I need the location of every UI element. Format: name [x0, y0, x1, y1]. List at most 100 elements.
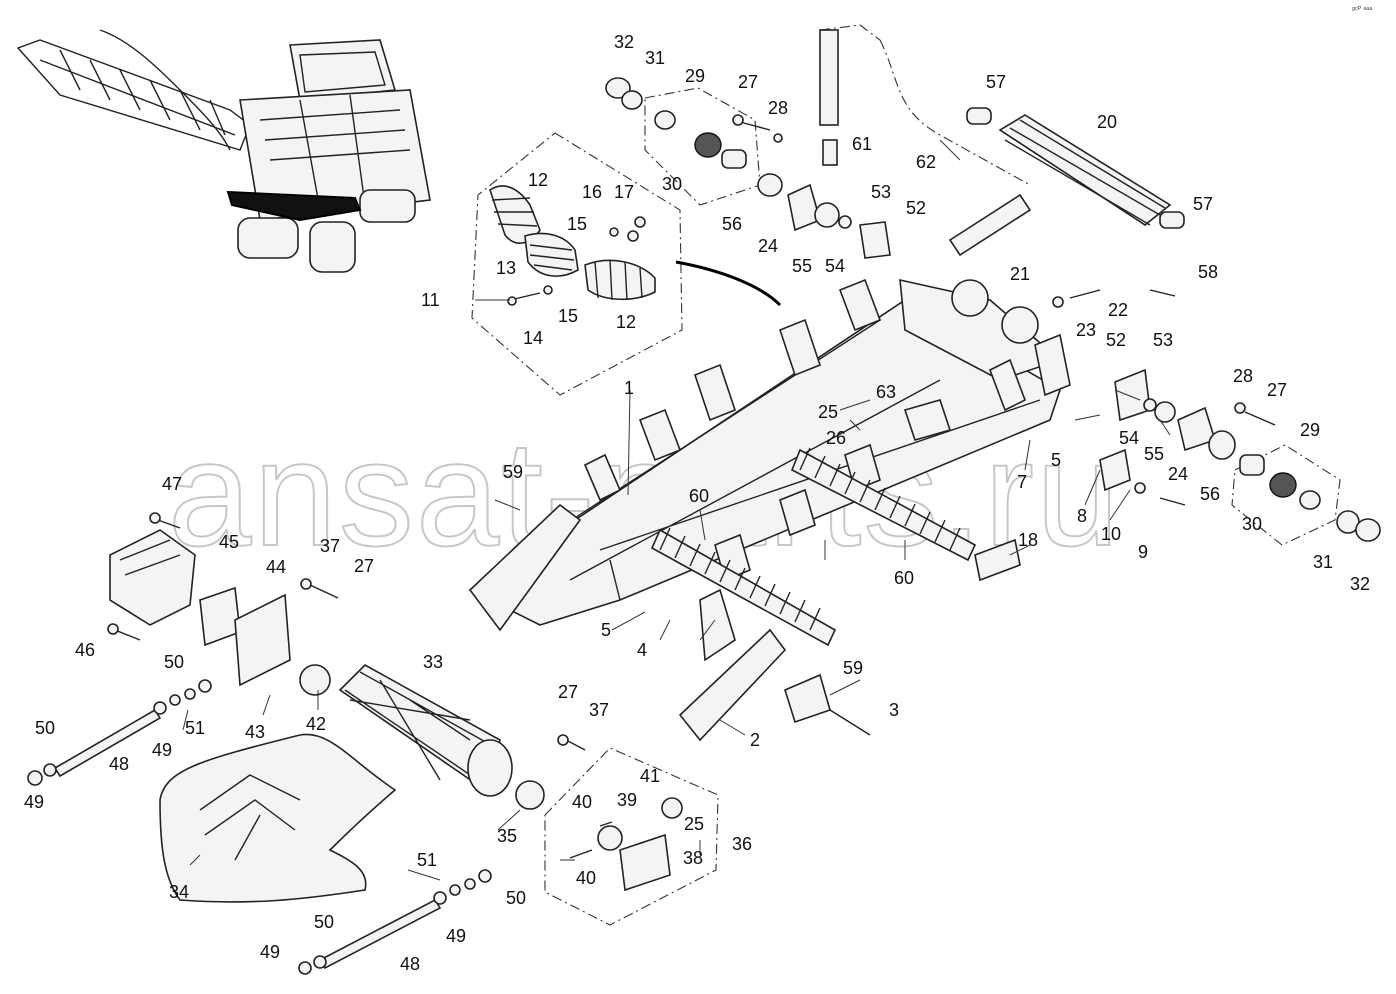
- callout: 40: [576, 868, 596, 888]
- callout: 22: [1108, 300, 1128, 320]
- callout: 13: [496, 258, 516, 278]
- callout: 62: [916, 152, 936, 172]
- callout: 55: [792, 256, 812, 276]
- callout: 50: [35, 718, 55, 738]
- callout: 15: [558, 306, 578, 326]
- hydraulic-motor-drive: [107, 512, 339, 696]
- callout: 48: [400, 954, 420, 974]
- callout: 28: [768, 98, 788, 118]
- callout: 3: [889, 700, 899, 720]
- callout: 60: [894, 568, 914, 588]
- callout: 9: [1138, 542, 1148, 562]
- callout: 57: [1193, 194, 1213, 214]
- callout: 25: [818, 402, 838, 422]
- callout: 23: [1076, 320, 1096, 340]
- callout: 47: [162, 474, 182, 494]
- callout: 32: [1350, 574, 1370, 594]
- callout: 27: [354, 556, 374, 576]
- callout: 21: [1010, 264, 1030, 284]
- callout: 54: [1119, 428, 1139, 448]
- callout: 15: [567, 214, 587, 234]
- scraper-pointer-arrow: [675, 260, 782, 307]
- callout: 1: [624, 378, 634, 398]
- callout: 10: [1101, 524, 1121, 544]
- bearing-parts-right: [1099, 368, 1381, 542]
- callout: 27: [738, 72, 758, 92]
- leader-lines: [182, 139, 1171, 881]
- callout: 30: [662, 174, 682, 194]
- callout: 53: [871, 182, 891, 202]
- callout: 39: [617, 790, 637, 810]
- callout: 60: [689, 486, 709, 506]
- callout: 44: [266, 557, 286, 577]
- callout: 52: [906, 198, 926, 218]
- callout: 36: [732, 834, 752, 854]
- callout: 4: [637, 640, 647, 660]
- group-outline-bearing-right: [1231, 444, 1341, 546]
- callout: 29: [1300, 420, 1320, 440]
- callout: 7: [1017, 472, 1027, 492]
- callout: 8: [1077, 506, 1087, 526]
- bolt-3: [829, 709, 871, 736]
- callout: 34: [169, 882, 189, 902]
- callout: 49: [152, 740, 172, 760]
- callout: 48: [109, 754, 129, 774]
- group-outline-scraper: [471, 132, 683, 396]
- seal-plate-59: [784, 673, 831, 724]
- callout: 25: [684, 814, 704, 834]
- threaded-rod-lower: [318, 898, 442, 970]
- callout: 30: [1242, 514, 1262, 534]
- group-outline-bearing-lower: [544, 747, 719, 926]
- spiral-roller-lower: [650, 527, 837, 647]
- callout: 52: [1106, 330, 1126, 350]
- callout: 5: [1051, 450, 1061, 470]
- callout: 37: [589, 700, 609, 720]
- callout: 17: [614, 182, 634, 202]
- callout-labels: 32 31 29 27 28 57 20 61 62 30 12 16 17 1…: [24, 32, 1370, 974]
- machine-overview-thumbnail: [16, 29, 431, 273]
- callout: 58: [1198, 262, 1218, 282]
- conveyor-belt-34: [159, 733, 397, 903]
- callout: 51: [417, 850, 437, 870]
- bearing-block-lower: [557, 734, 683, 892]
- callout: 14: [523, 328, 543, 348]
- callout: 35: [497, 826, 517, 846]
- scraper-group: [489, 185, 656, 306]
- callout: 27: [558, 682, 578, 702]
- callout: 55: [1144, 444, 1164, 464]
- main-frame: [468, 278, 1071, 662]
- callout: 63: [876, 382, 896, 402]
- callout: 40: [572, 792, 592, 812]
- callout: 49: [260, 942, 280, 962]
- callout: 12: [528, 170, 548, 190]
- side-plate-2: [678, 628, 787, 742]
- callout: 5: [601, 620, 611, 640]
- threaded-rod-upper: [53, 708, 162, 778]
- conveyor-drum-33: [338, 664, 545, 810]
- spiral-roller-upper: [790, 447, 977, 562]
- drive-roller-20: [966, 107, 1185, 229]
- callout: 61: [852, 134, 872, 154]
- callout: 31: [1313, 552, 1333, 572]
- callout: 53: [1153, 330, 1173, 350]
- callout: 50: [506, 888, 526, 908]
- callout: 18: [1018, 530, 1038, 550]
- callout: 38: [683, 848, 703, 868]
- callout: 2: [750, 730, 760, 750]
- callout: 46: [75, 640, 95, 660]
- callout: 49: [446, 926, 466, 946]
- callout: 32: [614, 32, 634, 52]
- callout: 49: [24, 792, 44, 812]
- callout: 56: [1200, 484, 1220, 504]
- callout: 42: [306, 714, 326, 734]
- callout: 20: [1097, 112, 1117, 132]
- bearing-parts-top: [605, 77, 1176, 344]
- hydraulic-hose: [819, 29, 1032, 257]
- callout: 11: [421, 290, 440, 310]
- callout: 37: [320, 536, 340, 556]
- callout: 45: [219, 532, 239, 552]
- callout: 43: [245, 722, 265, 742]
- callout: 27: [1267, 380, 1287, 400]
